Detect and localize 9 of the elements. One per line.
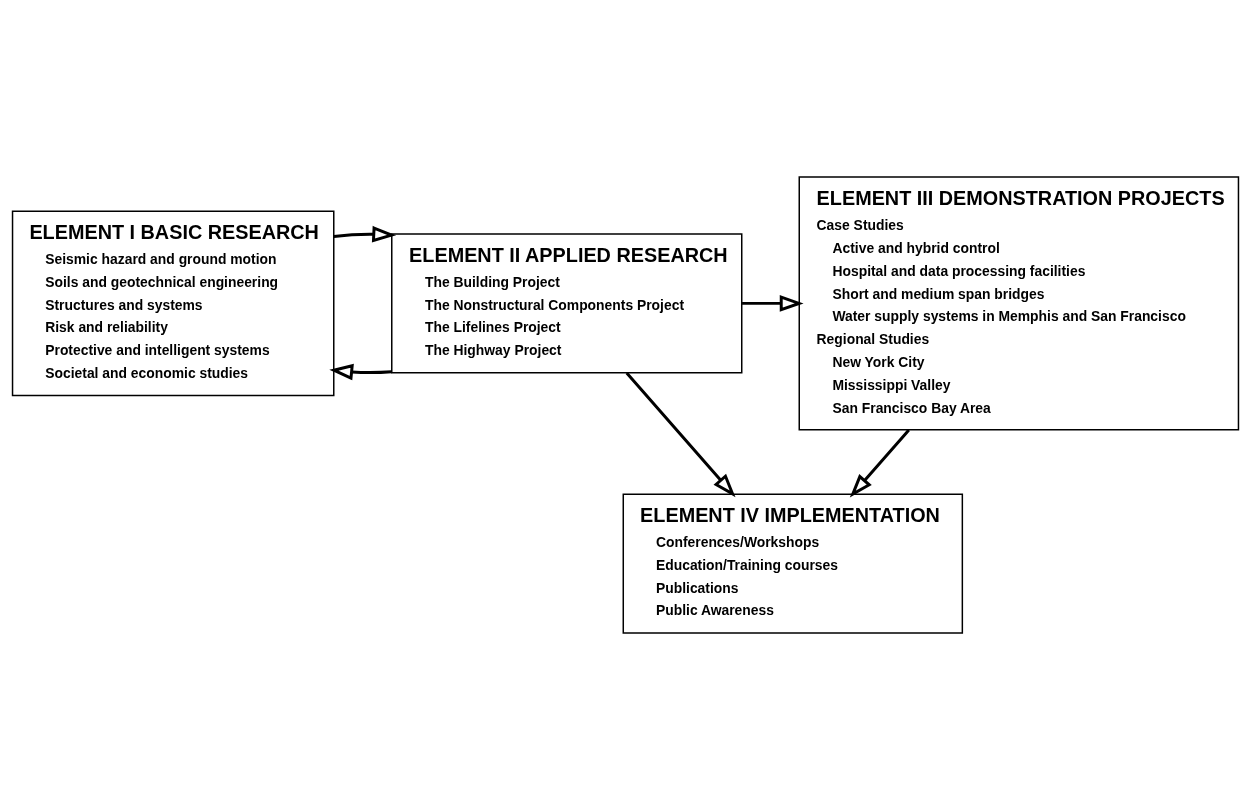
node-box: ELEMENT IV IMPLEMENTATION Conferences/Workshops Education/Training courses Publications Public Awareness	[622, 493, 964, 634]
arrow	[329, 363, 392, 381]
arrow	[333, 225, 397, 243]
arrow	[742, 295, 804, 312]
node-box: ELEMENT III DEMONSTRATION PROJECTS Case Studies Active and hybrid control Hospital and data processing facilities Short and medium span bridges Water supply systems in Memphis and San Francisco Regional Studies New York City Mississippi Valley San Francisco Bay Area	[798, 176, 1240, 431]
arrow	[625, 371, 736, 498]
arrow	[849, 429, 910, 498]
node-box: ELEMENT II APPLIED RESEARCH The Building Project The Nonstructural Components Project The Lifelines Project The Highway Project	[391, 233, 743, 374]
node-box: ELEMENT I BASIC RESEARCH Seismic hazard and ground motion Soils and geotechnical engineering Structures and systems Risk and reliability Protective and intelligent systems Societal and economic studies	[11, 210, 335, 397]
